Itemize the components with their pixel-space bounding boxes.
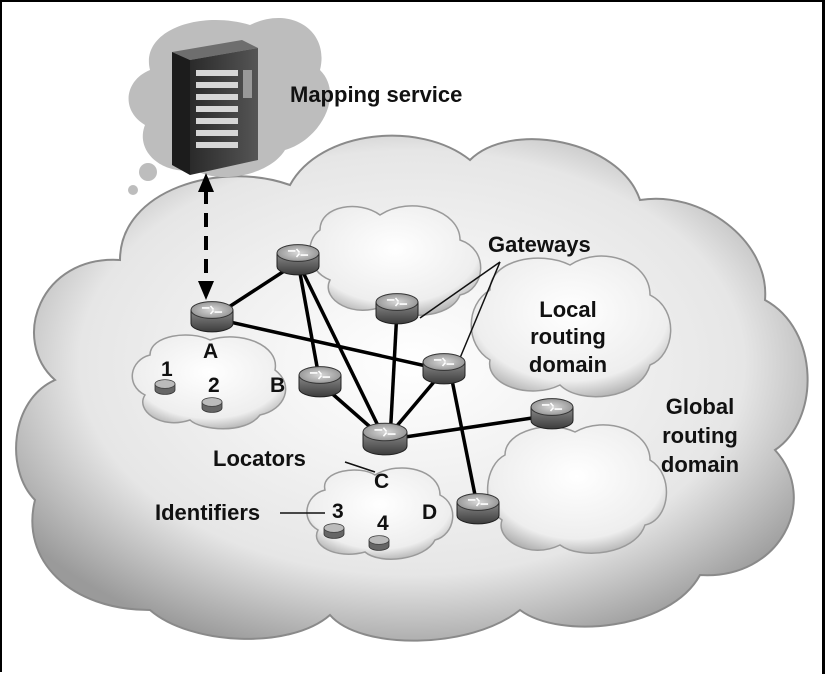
hosts bbox=[154, 379, 390, 551]
gateway-router-1 bbox=[375, 293, 419, 325]
host-1 bbox=[154, 379, 176, 395]
router-top bbox=[276, 244, 320, 276]
global-domain-line1: Global bbox=[666, 394, 734, 419]
gateways-label: Gateways bbox=[488, 232, 591, 257]
identifiers-label: Identifiers bbox=[155, 500, 260, 525]
top-subnet-cloud bbox=[309, 205, 482, 316]
host-3 bbox=[323, 523, 345, 539]
link-gw1-c bbox=[388, 309, 399, 441]
callout-lines bbox=[280, 261, 501, 514]
link-gw2-d bbox=[448, 369, 480, 511]
locators-label: Locators bbox=[213, 446, 306, 471]
router-d bbox=[456, 493, 500, 525]
local-routing-cloud bbox=[470, 255, 672, 398]
host-3-label: 3 bbox=[332, 500, 344, 523]
right-subnet-cloud bbox=[487, 424, 667, 554]
local-domain-line3: domain bbox=[529, 352, 607, 377]
subnet-a-cloud bbox=[131, 334, 287, 430]
router-a-label: A bbox=[203, 340, 218, 363]
host-2 bbox=[201, 397, 223, 413]
link-top-b bbox=[296, 261, 322, 384]
router-c bbox=[362, 422, 408, 456]
routers bbox=[190, 244, 574, 525]
router-b-label: B bbox=[270, 374, 285, 397]
router-right bbox=[530, 398, 574, 430]
frame-right-border bbox=[822, 0, 825, 674]
global-domain-line2: routing bbox=[662, 423, 738, 448]
host-4-label: 4 bbox=[377, 512, 389, 535]
local-domain-line1: Local bbox=[539, 297, 596, 322]
router-c-label: C bbox=[374, 470, 389, 493]
link-top-c bbox=[296, 261, 387, 441]
subnet-c-cloud bbox=[306, 467, 454, 560]
router-b bbox=[298, 366, 342, 398]
global-domain-line3: domain bbox=[661, 452, 739, 477]
host-4 bbox=[368, 535, 390, 551]
local-domain-line2: routing bbox=[530, 324, 606, 349]
link-a-gateway bbox=[211, 316, 445, 372]
router-a bbox=[190, 301, 234, 333]
mapping-service-label: Mapping service bbox=[290, 82, 462, 107]
host-2-label: 2 bbox=[208, 374, 220, 397]
arrow-down-head bbox=[198, 281, 214, 300]
gateway-router-2 bbox=[422, 353, 466, 385]
server-icon bbox=[172, 40, 258, 175]
router-d-label: D bbox=[422, 501, 437, 524]
link-c-right bbox=[384, 413, 553, 442]
host-1-label: 1 bbox=[161, 358, 173, 381]
arrow-up-head bbox=[198, 173, 214, 192]
